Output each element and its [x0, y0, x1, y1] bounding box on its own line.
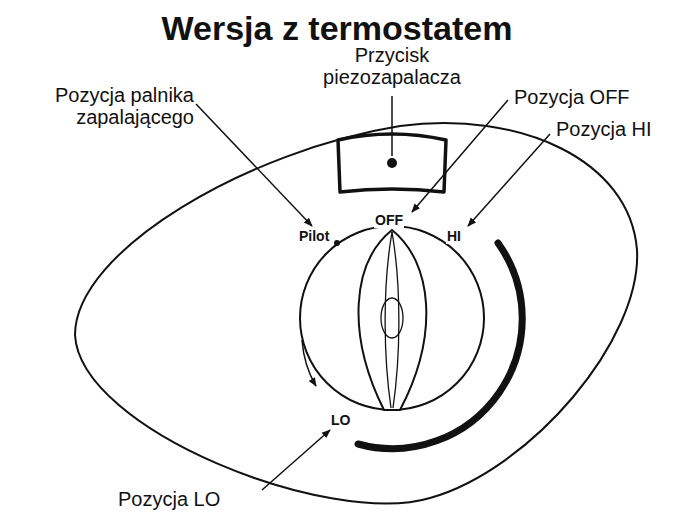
dial-mark: HI	[446, 228, 462, 244]
title: Wersja z termostatem	[0, 8, 674, 48]
dial-knob	[359, 230, 427, 410]
panel-outline	[75, 123, 637, 503]
button-dot	[387, 158, 397, 168]
callout-label: Pozycja HI	[556, 118, 652, 140]
callout-label: Pozycja OFF	[514, 86, 630, 108]
dial-mark: LO	[330, 412, 351, 428]
leader-line	[262, 430, 330, 490]
callout-label: Przycisk piezozapalacza	[307, 44, 477, 88]
knob-hub	[381, 298, 403, 338]
rotation-arrow	[302, 340, 316, 386]
leader-line	[196, 104, 312, 226]
knob-ridge	[392, 232, 399, 408]
leader-line	[468, 134, 550, 226]
leader-line	[412, 100, 508, 212]
callout-label: Pozycja LO	[118, 488, 220, 510]
temperature-range-arc	[358, 243, 522, 449]
dial-ring	[300, 226, 484, 410]
leader-line	[391, 96, 393, 156]
knob-ridge	[385, 232, 392, 408]
dial-mark: Pilot	[298, 228, 330, 244]
callout-label: Pozycja palnika zapalającego	[4, 84, 194, 128]
dial-mark: OFF	[374, 212, 404, 228]
pilot-dot	[334, 240, 340, 246]
